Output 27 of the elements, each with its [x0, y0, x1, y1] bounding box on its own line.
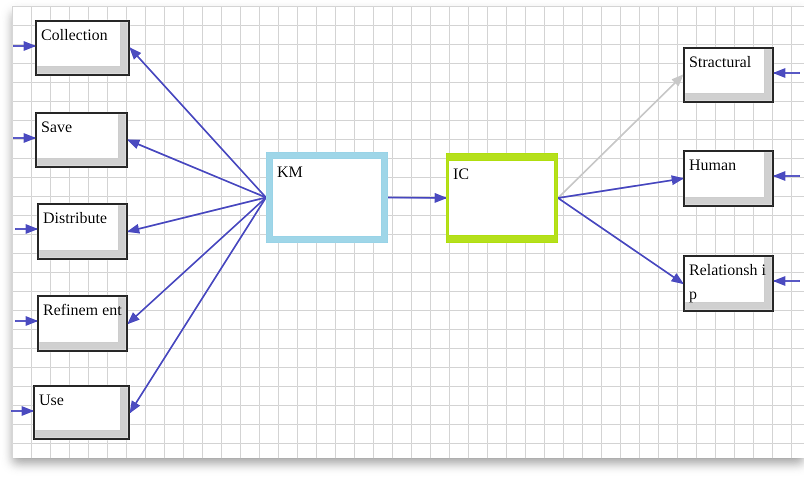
arrow [127, 196, 267, 324]
arrow [15, 316, 38, 326]
arrow [557, 74, 684, 199]
process-box: Save [35, 112, 128, 168]
process-box: Relationsh ip [683, 255, 774, 312]
process-box: Human [683, 150, 774, 207]
arrow [13, 40, 36, 52]
arrow [772, 170, 800, 182]
process-box: Collection [35, 20, 130, 76]
arrow [772, 68, 800, 78]
arrow [11, 406, 34, 416]
process-box: Distribute [37, 203, 128, 260]
process-box: Stractural [683, 47, 774, 103]
arrow [772, 276, 800, 286]
arrow [558, 175, 684, 199]
process-box: KM [266, 152, 388, 243]
arrow [558, 197, 684, 284]
arrow [129, 197, 267, 414]
arrow [129, 47, 267, 198]
arrow [126, 196, 266, 234]
process-box: Use [33, 385, 130, 440]
arrow [388, 192, 448, 203]
process-box: Refinem ent [37, 295, 128, 352]
arrow [13, 132, 36, 144]
arrow [126, 139, 266, 198]
arrow [15, 224, 38, 234]
process-box: IC [446, 153, 558, 243]
